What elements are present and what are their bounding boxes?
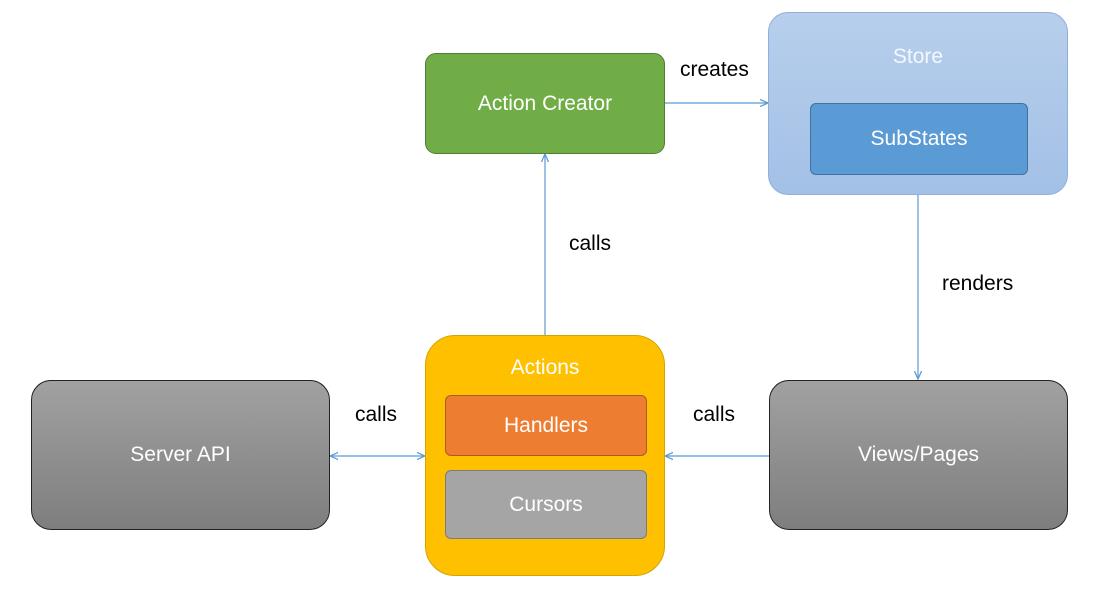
handlers-label: Handlers	[503, 413, 589, 437]
views-pages-node: Views/Pages	[769, 380, 1068, 530]
actions-title: Actions	[510, 356, 580, 379]
calls-up-label: calls	[569, 232, 612, 255]
action-creator-node: Action Creator	[425, 53, 665, 154]
cursors-label: Cursors	[509, 492, 583, 516]
action-creator-label: Action Creator	[477, 91, 613, 115]
substates-label: SubStates	[870, 127, 968, 150]
server-api-node: Server API	[31, 380, 330, 530]
cursors-node: Cursors	[445, 470, 647, 539]
handlers-node: Handlers	[445, 395, 647, 456]
store-title: Store	[892, 45, 944, 68]
views-pages-label: Views/Pages	[857, 443, 980, 466]
actions-node: Actions Handlers Cursors	[425, 335, 665, 576]
creates-label: creates	[680, 58, 749, 81]
server-api-label: Server API	[130, 443, 231, 466]
calls-server-label: calls	[355, 403, 398, 426]
store-node: Store SubStates	[768, 12, 1068, 195]
calls-views-label: calls	[693, 403, 736, 426]
substates-node: SubStates	[810, 103, 1028, 175]
renders-label: renders	[942, 272, 1014, 295]
